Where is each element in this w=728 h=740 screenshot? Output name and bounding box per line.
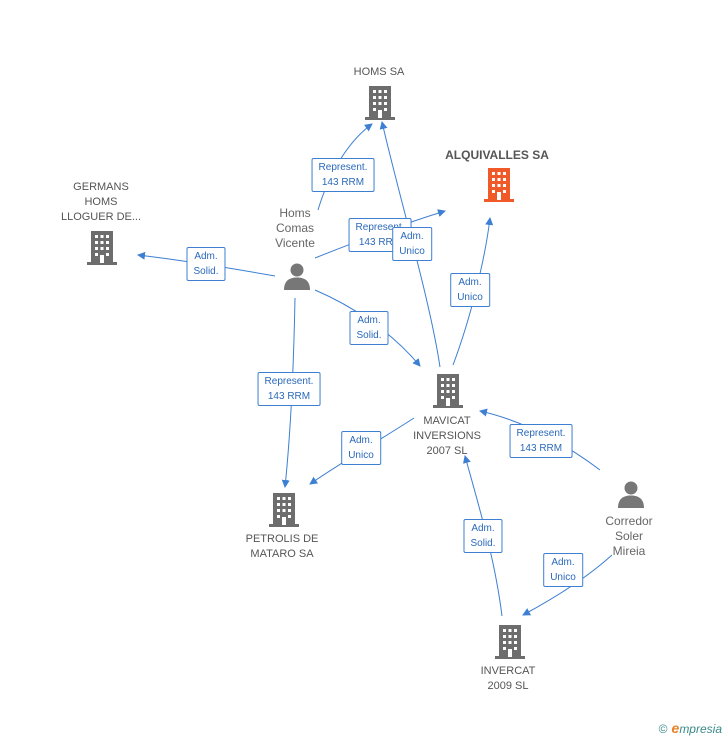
node-label-line: GERMANS (73, 181, 129, 193)
edge-label-line: Adm. (471, 523, 495, 534)
node-label-petrolis: PETROLIS DE MATARO SA (246, 532, 319, 562)
edge-label-adm-solid[interactable]: Adm. Solid. (186, 247, 226, 281)
edge-label-line: 143 RRM (358, 237, 402, 248)
node-label-alquivalles: ALQUIVALLES SA (445, 148, 549, 162)
node-label-germans: GERMANS HOMS LLOGUER DE... (61, 180, 141, 225)
node-label-line: HOMS (84, 196, 118, 208)
copyright-symbol: © (658, 722, 668, 736)
edge-label-line: Adm. (349, 435, 373, 446)
node-label-line: Vicente (275, 236, 315, 250)
building-icon-highlighted[interactable] (484, 168, 514, 202)
edge-label-line: Unico (348, 450, 374, 461)
edge-label-line: 143 RRM (519, 443, 563, 454)
building-icon[interactable] (433, 374, 463, 408)
edge-label-adm-unico[interactable]: Adm. Unico (341, 431, 381, 465)
edge-label-line: Represent. (318, 162, 368, 173)
node-label-line: INVERSIONS (413, 430, 481, 442)
edge-label-line: 143 RRM (321, 177, 365, 188)
edge-label-adm-solid[interactable]: Adm. Solid. (349, 311, 389, 345)
node-label-line: LLOGUER DE... (60, 211, 142, 223)
node-label-line: INVERCAT (480, 665, 536, 677)
edge-label-represent[interactable]: Represent. 143 RRM (257, 372, 321, 406)
edge-label-line: Solid. (470, 538, 496, 549)
node-label-line: Mireia (612, 544, 646, 558)
edge-label-line: Represent. (264, 376, 314, 387)
brand-logo-text: mpresia (679, 722, 722, 736)
edge-label-line: Unico (457, 292, 483, 303)
edge-label-line: Unico (399, 246, 425, 257)
node-label-line: MAVICAT (423, 415, 471, 427)
node-label-line: Soler (614, 529, 644, 543)
person-icon[interactable] (283, 262, 311, 290)
edge-label-line: Adm. (400, 231, 424, 242)
node-label-line: Corredor (605, 514, 653, 528)
brand-footer: ©empresia (659, 720, 722, 736)
node-label-line: PETROLIS DE (245, 533, 319, 545)
edge-label-line: Represent. (355, 222, 405, 233)
edge-label-line: Adm. (458, 277, 482, 288)
brand-logo-e: e (671, 720, 680, 736)
node-label-line: 2007 SL (426, 445, 468, 457)
edge-label-line: Adm. (551, 557, 575, 568)
node-label-mavicat: MAVICAT INVERSIONS 2007 SL (413, 414, 481, 459)
node-label-line: MATARO SA (250, 548, 314, 560)
edge-label-line: 143 RRM (267, 391, 311, 402)
node-label-line: Homs (279, 206, 311, 220)
node-label-line: 2009 SL (487, 680, 529, 692)
edge-label-adm-unico[interactable]: Adm. Unico (392, 227, 432, 261)
node-label-homs-sa: HOMS SA (353, 66, 405, 78)
edge-label-adm-unico[interactable]: Adm. Unico (450, 273, 490, 307)
edge-label-line: Solid. (356, 330, 382, 341)
node-label-corredor: Corredor Soler Mireia (605, 514, 652, 559)
building-icon[interactable] (365, 86, 395, 120)
edge-label-line: Solid. (193, 266, 219, 277)
edge-label-adm-unico[interactable]: Adm. Unico (543, 553, 583, 587)
edge-label-represent[interactable]: Represent. 143 RRM (311, 158, 375, 192)
node-label-invercat: INVERCAT 2009 SL (481, 664, 536, 694)
person-icon[interactable] (617, 480, 645, 508)
edge-label-line: Adm. (194, 251, 218, 262)
edge-label-line: Adm. (357, 315, 381, 326)
edge-label-line: Represent. (516, 428, 566, 439)
node-label-homs-vicente: Homs Comas Vicente (275, 206, 315, 251)
node-label-line: Comas (275, 221, 314, 235)
building-icon[interactable] (87, 231, 117, 265)
edge-label-line: Unico (550, 572, 576, 583)
edge-label-adm-solid[interactable]: Adm. Solid. (463, 519, 503, 553)
building-icon[interactable] (269, 493, 299, 527)
building-icon[interactable] (495, 625, 525, 659)
edge-label-represent[interactable]: Represent. 143 RRM (509, 424, 573, 458)
